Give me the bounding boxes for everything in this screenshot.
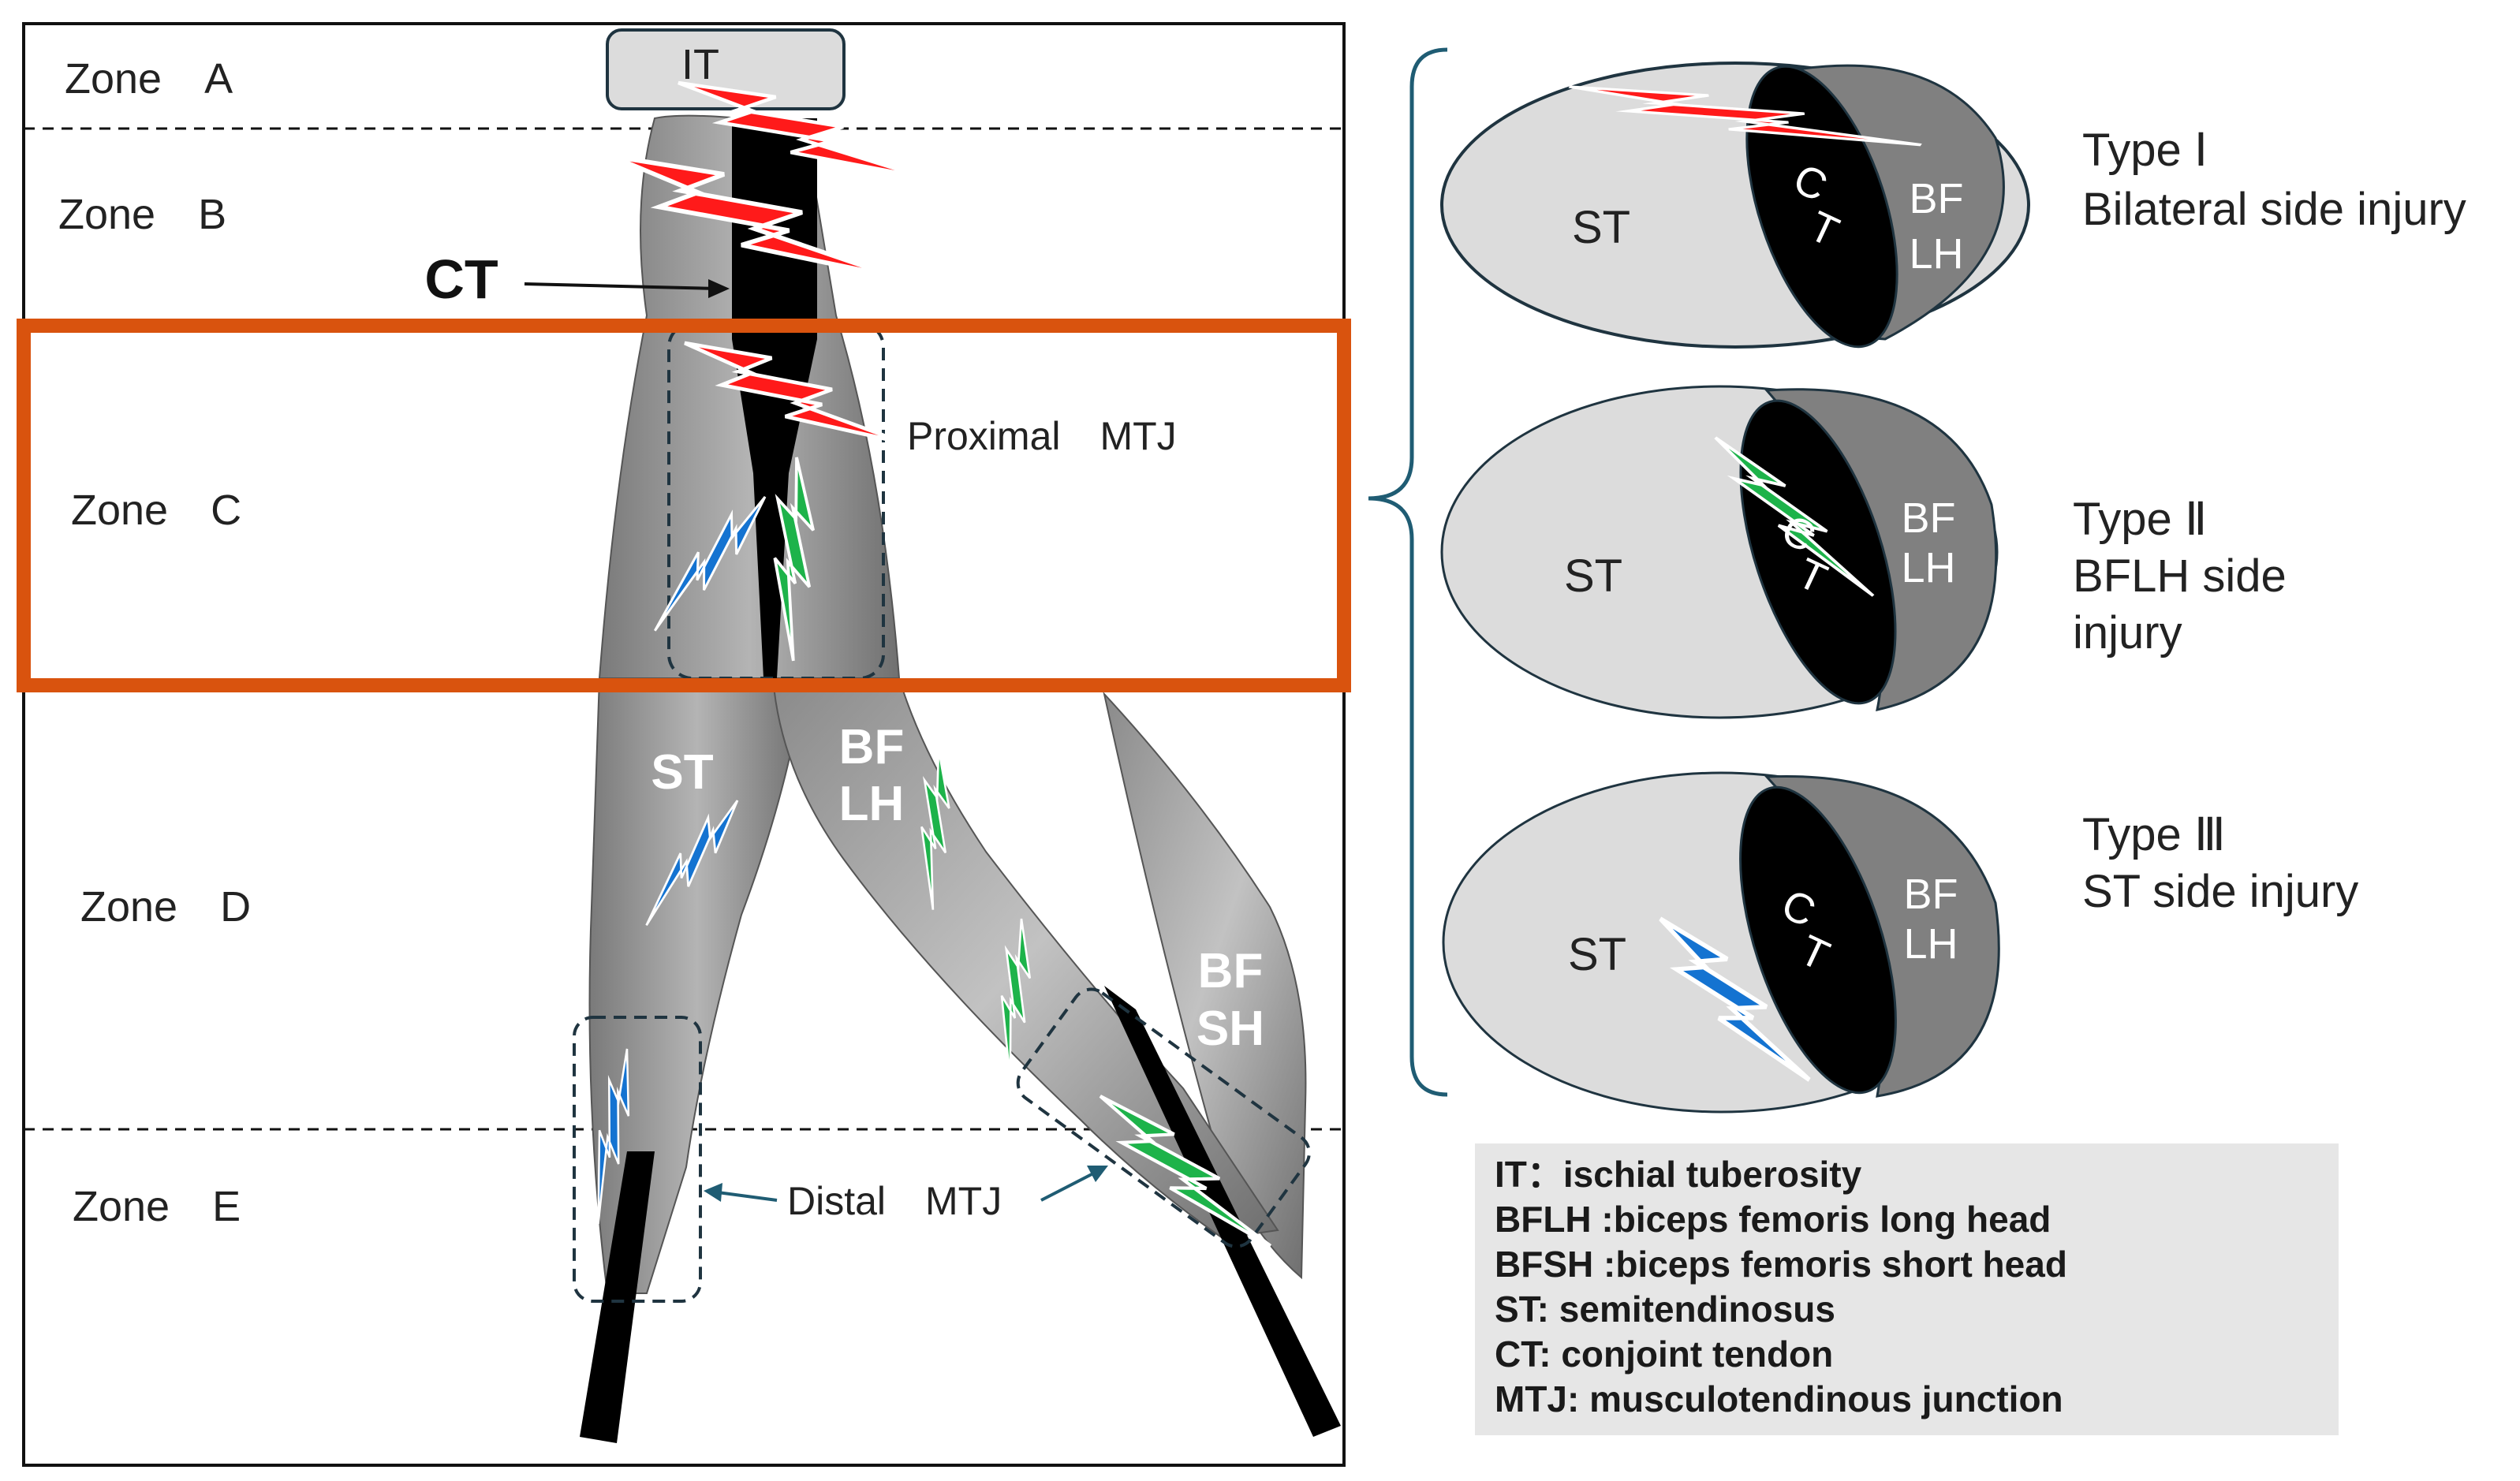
zone-c-highlight (17, 319, 1351, 692)
zone-b-label: Zone B (58, 191, 226, 238)
legend-line-mtj: MTJ: musculotendinous junction (1495, 1378, 2063, 1419)
distal-mtj-arrowhead-left (704, 1183, 722, 1202)
bf-distal-mtj-region (1016, 987, 1311, 1248)
st-distal-mtj-region (573, 1016, 702, 1303)
distal-mtj-arrow-right (1040, 1170, 1097, 1202)
cross-section-type-1: ST C T BF LH (1440, 62, 2030, 349)
distal-mtj-arrowhead-right (1087, 1166, 1108, 1182)
bf-label: BF (1903, 871, 1958, 918)
distal-mtj-arrow-left (717, 1191, 778, 1202)
bf-label: BF (1901, 494, 1955, 542)
abbreviation-legend: IT：ischial tuberosity BFLH :biceps femor… (1475, 1143, 2339, 1435)
st-distal-tendon (580, 1151, 655, 1443)
legend-line-ct: CT: conjoint tendon (1495, 1334, 1833, 1375)
st-label: ST (1564, 550, 1622, 602)
st-muscle-label: ST (651, 745, 713, 800)
zone-c-label: Zone C (71, 487, 241, 534)
muscle-illustration (580, 114, 1341, 1443)
st-label: ST (1568, 929, 1626, 980)
zone-d-label: Zone D (80, 883, 251, 931)
legend-line-it: IT：ischial tuberosity (1495, 1154, 1862, 1195)
zone-e-label: Zone E (73, 1183, 241, 1230)
type-3-desc: ST side injury (2082, 866, 2358, 917)
st-label: ST (1572, 202, 1630, 253)
type-1-title: Type Ⅰ (2082, 125, 2208, 176)
bfsh-muscle (1103, 691, 1307, 1280)
it-label: IT (681, 41, 719, 88)
legend-line-bfsh: BFSH :biceps femoris short head (1495, 1244, 2067, 1285)
type-2-title: Type Ⅱ (2073, 494, 2207, 545)
type-1-desc: Bilateral side injury (2082, 184, 2466, 235)
legend-box (1475, 1143, 2339, 1435)
type-3-title: Type Ⅲ (2082, 809, 2226, 860)
ct-label: CT (424, 248, 498, 310)
bfsh-muscle-label-1: BF (1198, 944, 1264, 998)
bf-label: BF (1909, 175, 1963, 222)
zone-a-label: Zone A (65, 55, 233, 103)
bfsh-muscle-label-2: SH (1197, 1002, 1264, 1056)
type-2-desc-line-2: injury (2073, 607, 2182, 658)
it-box (606, 28, 846, 110)
ct-arrow (524, 282, 719, 290)
proximal-mtj-label: Proximal MTJ (907, 414, 1177, 458)
distal-mtj-label: Distal MTJ (787, 1179, 1002, 1223)
main-frame (22, 22, 1346, 1467)
legend-line-bflh: BFLH :biceps femoris long head (1495, 1199, 2051, 1240)
legend-line-st: ST: semitendinosus (1495, 1289, 1835, 1330)
type-2-desc-line-1: BFLH side (2073, 550, 2287, 602)
cross-section-type-2: ST C T BF LH (1440, 385, 1999, 719)
cross-section-brace (1368, 47, 1448, 1097)
ct-region (1739, 785, 1897, 1095)
bflh-muscle-label-1: BF (839, 720, 905, 774)
ct-arrowhead (708, 279, 730, 298)
bflh-muscle-label-2: LH (839, 777, 905, 831)
lh-label: LH (1909, 230, 1963, 278)
lh-label: LH (1903, 920, 1958, 968)
lh-label: LH (1901, 544, 1955, 591)
cross-section-type-3: ST C T BF LH (1442, 771, 2000, 1114)
